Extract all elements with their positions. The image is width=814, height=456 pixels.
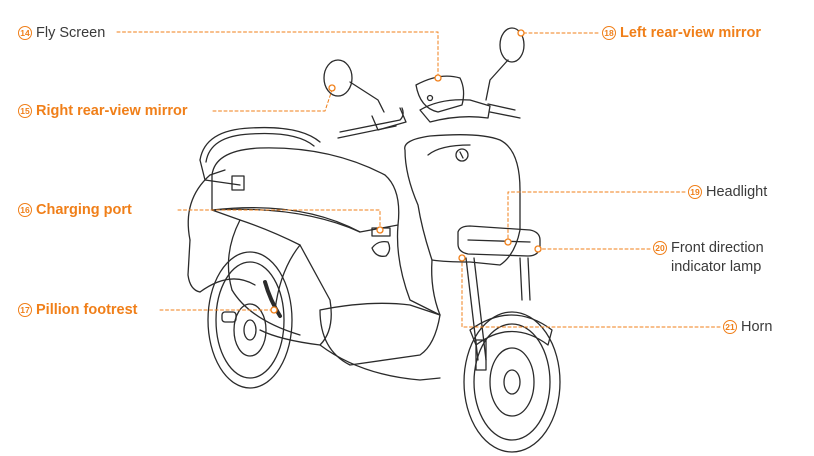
leader-lines: [116, 31, 721, 328]
callout-number: 19: [688, 185, 702, 199]
callout-number: 21: [723, 320, 737, 334]
callout-number: 16: [18, 203, 32, 217]
label-text: Headlight: [706, 184, 768, 200]
label-text: Right rear-view mirror: [36, 103, 188, 119]
label-text: Pillion footrest: [36, 302, 138, 318]
mirrors: [323, 27, 525, 113]
label-pillion-footrest: 17 Pillion footrest: [18, 302, 138, 318]
grab-rail: [199, 126, 321, 191]
front-fork: [465, 257, 531, 371]
label-horn: 21 Horn: [723, 319, 772, 335]
floorboard: [319, 302, 441, 381]
leader-dots: [270, 29, 542, 314]
fly-screen-shape: [415, 75, 465, 113]
front-body: [396, 134, 521, 316]
label-right-rear-view-mirror: 15 Right rear-view mirror: [18, 103, 188, 119]
pillion-footrest-shape: [221, 311, 237, 323]
seat: [211, 147, 400, 233]
label-text: Left rear-view mirror: [620, 25, 762, 41]
label-front-direction-indicator-lamp: 20 Front direction indicator lamp: [653, 239, 764, 277]
side-panel: [211, 209, 332, 346]
callout-number: 15: [18, 104, 32, 118]
label-left-rear-view-mirror: 18 Left rear-view mirror: [602, 25, 761, 41]
label-line-1: Front direction: [671, 240, 764, 256]
label-headlight: 19 Headlight: [688, 184, 767, 200]
callout-number: 20: [653, 241, 667, 255]
handlebars: [337, 99, 521, 139]
callout-number: 14: [18, 26, 32, 40]
rear-body: [187, 169, 256, 293]
headlight-shape: [457, 225, 541, 257]
label-fly-screen: 14 Fly Screen: [18, 25, 105, 41]
label-line-2: indicator lamp: [671, 259, 762, 275]
label-text: Charging port: [36, 202, 132, 218]
front-wheel: [463, 311, 561, 453]
label-text: Fly Screen: [36, 25, 106, 41]
label-text: Horn: [741, 319, 773, 335]
callout-number: 17: [18, 303, 32, 317]
label-text: Front direction indicator lamp: [671, 239, 764, 277]
callout-number: 18: [602, 26, 616, 40]
rear-wheel: [207, 251, 293, 389]
label-charging-port: 16 Charging port: [18, 202, 132, 218]
